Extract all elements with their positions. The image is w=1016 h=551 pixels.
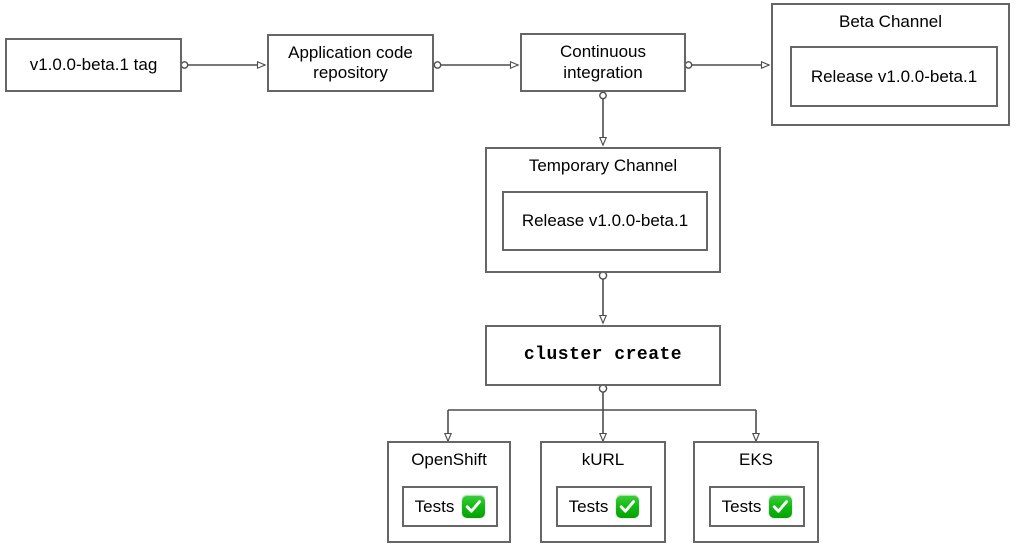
node-cluster-create-label: cluster create	[523, 344, 683, 365]
edge-cluster-create-to-platforms	[448, 384, 756, 441]
node-kurl-title: kURL	[581, 450, 625, 469]
green-check-icon	[462, 495, 486, 518]
node-application-code-repository-label: Application code repository	[288, 42, 413, 82]
node-beta-channel[interactable]: Beta Channel Release v1.0.0-beta.1	[771, 3, 1010, 126]
node-openshift-title: OpenShift	[411, 450, 487, 469]
edge-ci-to-beta-channel	[684, 62, 769, 68]
node-eks-title: EKS	[738, 450, 774, 469]
node-temporary-channel-title: Temporary Channel	[528, 156, 678, 175]
node-continuous-integration[interactable]: Continuous integration	[520, 33, 686, 92]
node-temporary-channel-release[interactable]: Release v1.0.0-beta.1	[502, 191, 708, 251]
node-version-tag[interactable]: v1.0.0-beta.1 tag	[5, 38, 182, 92]
kurl-tests-row: Tests	[569, 495, 640, 518]
node-continuous-integration-label: Continuous integration	[559, 42, 646, 82]
node-temporary-channel[interactable]: Temporary Channel Release v1.0.0-beta.1	[485, 147, 721, 273]
node-application-code-repository[interactable]: Application code repository	[267, 34, 434, 92]
node-eks-tests-label: Tests	[721, 496, 762, 516]
node-kurl-tests[interactable]: Tests	[556, 486, 652, 527]
node-cluster-create[interactable]: cluster create	[485, 325, 721, 386]
node-kurl[interactable]: kURL Tests	[540, 441, 666, 543]
node-temporary-channel-release-label: Release v1.0.0-beta.1	[521, 211, 689, 230]
node-kurl-tests-label: Tests	[568, 496, 609, 516]
node-version-tag-label: v1.0.0-beta.1 tag	[29, 54, 158, 74]
node-openshift[interactable]: OpenShift Tests	[387, 441, 511, 543]
edge-temporary-channel-to-cluster-create	[598, 271, 608, 323]
green-check-icon	[616, 495, 640, 518]
edge-repo-to-ci	[433, 62, 518, 68]
node-openshift-tests-label: Tests	[414, 496, 455, 516]
node-beta-channel-release[interactable]: Release v1.0.0-beta.1	[790, 46, 998, 107]
green-check-icon	[769, 495, 793, 518]
node-beta-channel-release-label: Release v1.0.0-beta.1	[810, 66, 978, 86]
node-beta-channel-title: Beta Channel	[838, 12, 943, 31]
node-eks[interactable]: EKS Tests	[693, 441, 819, 543]
edge-tag-to-repo	[180, 62, 265, 68]
edge-ci-to-temporary-channel	[600, 91, 606, 145]
openshift-tests-row: Tests	[415, 495, 486, 518]
eks-tests-row: Tests	[722, 495, 793, 518]
node-eks-tests[interactable]: Tests	[709, 486, 805, 527]
node-openshift-tests[interactable]: Tests	[402, 486, 498, 527]
